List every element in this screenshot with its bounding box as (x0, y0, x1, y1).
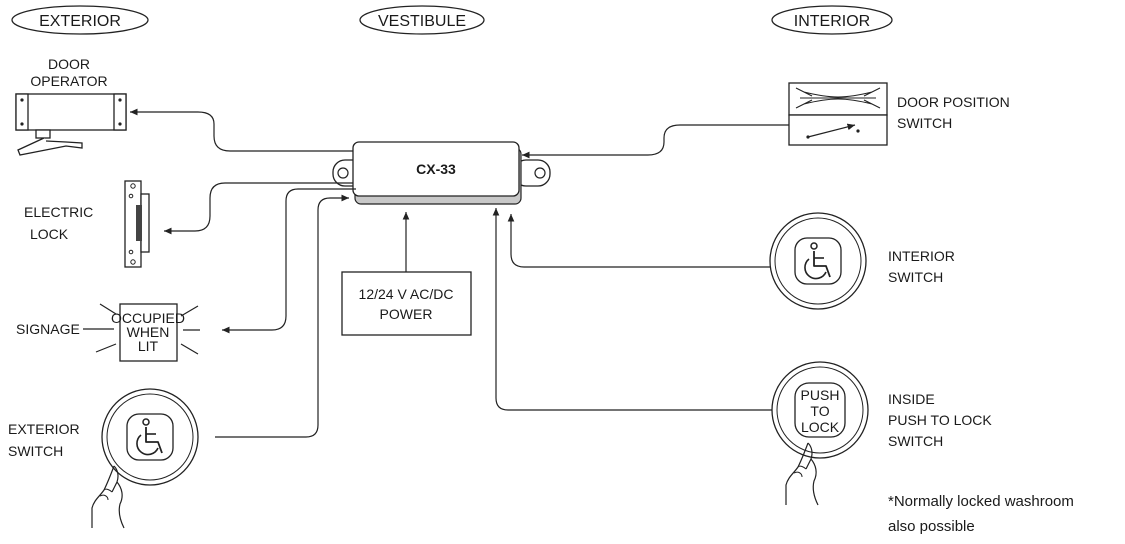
wire-push-to-lock-switch (492, 208, 772, 411)
signage-text-line2: WHEN (127, 324, 170, 340)
wire-door-position-switch (522, 124, 789, 159)
interior-switch-label-line1: INTERIOR (888, 248, 955, 264)
exterior-switch-label-line2: SWITCH (8, 443, 63, 459)
door-operator-label-line2: OPERATOR (30, 73, 107, 89)
push-to-lock-label-line1: INSIDE (888, 391, 935, 407)
power-supply: 12/24 V AC/DC POWER (341, 271, 472, 336)
power-label-line1: 12/24 V AC/DC (359, 286, 454, 302)
zone-interior: INTERIOR (771, 5, 893, 35)
zone-vestibule-label: VESTIBULE (378, 13, 466, 30)
door-operator: DOOR OPERATOR (15, 56, 127, 156)
door-position-switch: DOOR POSITION SWITCH (788, 82, 1010, 146)
wiring (130, 108, 789, 438)
exterior-switch: EXTERIOR SWITCH (8, 388, 199, 529)
push-to-lock-switch: PUSH TO LOCK INSIDE PUSH TO LOCK SWITCH (771, 361, 992, 506)
push-to-lock-button-line1: PUSH (801, 387, 840, 403)
door-position-switch-label-line1: DOOR POSITION (897, 94, 1010, 110)
signage-text-line1: OCCUPIED (111, 310, 185, 326)
note-line2: also possible (888, 518, 975, 535)
signage: SIGNAGE OCCUPIED WHEN LIT (16, 303, 200, 362)
push-to-lock-label-line3: SWITCH (888, 433, 943, 449)
zone-interior-label: INTERIOR (794, 13, 870, 30)
zone-exterior: EXTERIOR (11, 5, 149, 35)
wire-door-operator (130, 108, 353, 152)
electric-lock-label-line1: ELECTRIC (24, 204, 93, 220)
exterior-switch-label-line1: EXTERIOR (8, 421, 80, 437)
zone-exterior-label: EXTERIOR (39, 13, 121, 30)
electric-lock: ELECTRIC LOCK (24, 180, 150, 268)
zone-vestibule: VESTIBULE (359, 5, 485, 35)
push-to-lock-button-line3: LOCK (801, 419, 840, 435)
door-operator-label-line1: DOOR (48, 56, 90, 72)
wire-signage (222, 188, 356, 334)
note-line1: *Normally locked washroom (888, 493, 1074, 510)
interior-switch-label-line2: SWITCH (888, 269, 943, 285)
power-label-line2: POWER (380, 306, 433, 322)
push-to-lock-button-line2: TO (810, 403, 829, 419)
controller-label: CX-33 (416, 161, 456, 177)
wire-interior-switch (507, 214, 770, 268)
door-position-switch-label-line2: SWITCH (897, 115, 952, 131)
cx33-controller: CX-33 (332, 141, 551, 205)
interior-switch: INTERIOR SWITCH (769, 212, 955, 310)
push-to-lock-label-line2: PUSH TO LOCK (888, 412, 992, 428)
hand-icon (91, 465, 125, 529)
electric-lock-label-line2: LOCK (30, 226, 69, 242)
wire-exterior-switch (215, 194, 349, 438)
wire-electric-lock (164, 182, 353, 235)
signage-text-line3: LIT (138, 338, 159, 354)
signage-label: SIGNAGE (16, 321, 80, 337)
